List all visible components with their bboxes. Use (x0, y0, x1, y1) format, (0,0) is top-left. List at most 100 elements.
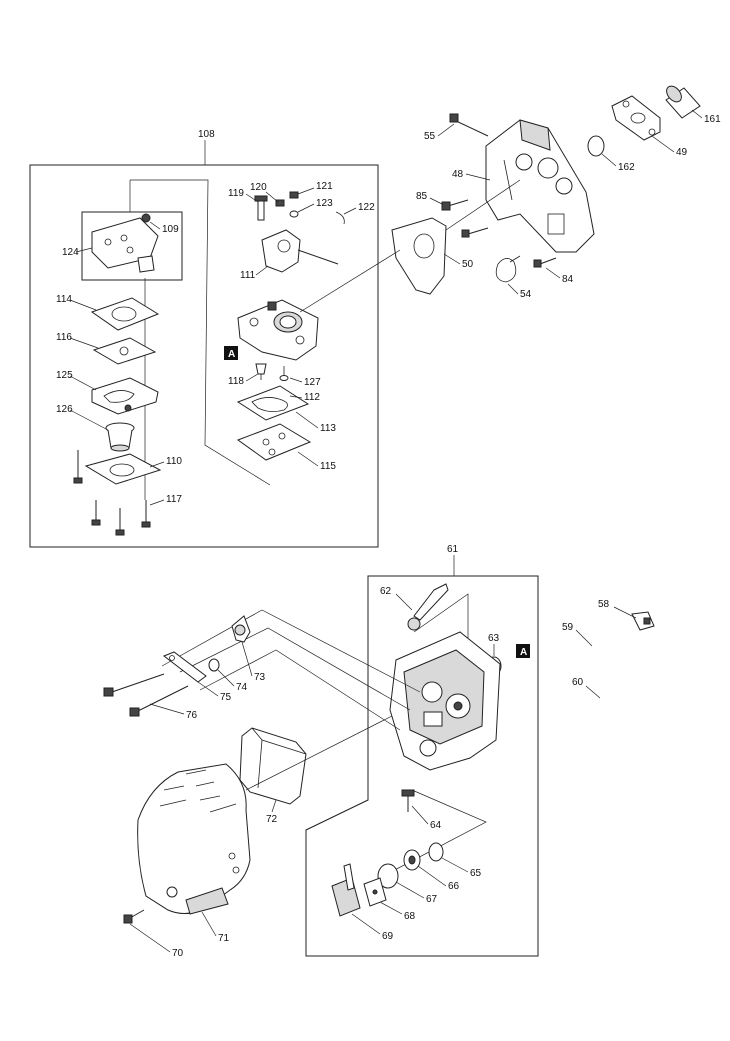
part-label-123: 123 (316, 198, 333, 209)
part-label-50: 50 (462, 259, 474, 270)
gasket-114-part (90, 297, 160, 331)
part-label-75: 75 (220, 692, 232, 703)
lever-plate-75-part (162, 651, 207, 683)
part-label-58: 58 (598, 599, 610, 610)
choke-gear-73-part (231, 615, 251, 643)
choke-lever-62-part (407, 583, 449, 631)
air-cleaner-group: 61 62 63 A (305, 544, 539, 957)
part-label-74: 74 (236, 682, 248, 693)
part-label-64: 64 (430, 820, 442, 831)
svg-text:A: A (228, 349, 235, 360)
part-label-68: 68 (404, 911, 416, 922)
air-cleaner-group-frame (305, 575, 539, 957)
part-label-63: 63 (488, 633, 500, 644)
screw-85-part (441, 199, 469, 211)
adapter-plate-49-part (611, 95, 661, 141)
adapter-tube-161-part (665, 85, 701, 119)
screw-84-part (533, 257, 557, 268)
part-label-125: 125 (56, 370, 73, 381)
pump-body-125-part (91, 377, 159, 415)
svg-text:A: A (520, 647, 527, 658)
screw-55-part (449, 113, 489, 137)
needle-118-part (255, 363, 267, 380)
o-ring-65-part (428, 842, 444, 862)
air-cleaner-base-part (389, 631, 501, 771)
insulator-group: 161 49 162 48 (299, 85, 721, 313)
part-label-49: 49 (676, 147, 688, 158)
part-label-127: 127 (304, 377, 321, 388)
part-label-76: 76 (186, 710, 198, 721)
screw-small-part (461, 227, 489, 238)
screws-117-part (73, 450, 151, 536)
part-label-114: 114 (56, 294, 72, 305)
part-label-115: 115 (320, 461, 336, 472)
part-label-110: 110 (166, 456, 182, 467)
filter-element-69-part (331, 863, 361, 917)
carburetor-head-111-part (254, 191, 345, 273)
part-label-72: 72 (266, 814, 278, 825)
hose-fitting-58-part (631, 611, 655, 631)
carburetor-body-part (237, 299, 319, 361)
part-label-109: 109 (162, 224, 179, 235)
air-cleaner-cover-71-part (137, 763, 251, 915)
part-label-118: 118 (228, 376, 244, 387)
part-label-126: 126 (56, 404, 73, 415)
cover-group: 73 74 75 76 72 (103, 609, 421, 959)
part-label-84: 84 (562, 274, 574, 285)
carburetor-assembly-group: 108 124 109 114 116 (29, 129, 379, 548)
screw-64-part (401, 789, 415, 812)
part-label-65: 65 (470, 868, 482, 879)
part-label-54: 54 (520, 289, 532, 300)
knob-66-part (403, 849, 421, 871)
primer-bulb-126-part (105, 422, 135, 452)
filter-pad-68-part (363, 877, 387, 907)
reference-mark-a-top: A (224, 346, 238, 360)
part-label-85: 85 (416, 191, 428, 202)
subassembly-124-frame (81, 211, 183, 281)
part-label-70: 70 (172, 948, 184, 959)
metering-diaphragm-113-part (236, 385, 310, 421)
insulator-48-part (485, 119, 595, 253)
part-label-61: 61 (447, 544, 459, 555)
part-label-120: 120 (250, 182, 267, 193)
disc-67-part (377, 863, 399, 889)
carburetor-group-frame (29, 164, 379, 548)
bolt-76-part (129, 685, 189, 717)
fuel-hoses-group: 58 59 60 (549, 599, 655, 714)
part-label-108: 108 (198, 129, 215, 140)
long-bolt-part (103, 673, 165, 697)
seal-127-part (279, 366, 289, 381)
part-label-55: 55 (424, 131, 436, 142)
part-label-48: 48 (452, 169, 464, 180)
reference-mark-a-bottom: A (516, 644, 530, 658)
part-label-66: 66 (448, 881, 460, 892)
part-label-162: 162 (618, 162, 635, 173)
part-label-112: 112 (304, 392, 320, 403)
part-label-122: 122 (358, 202, 375, 213)
foam-pad-72-part (239, 727, 307, 805)
washer-74-part (208, 658, 220, 672)
part-label-73: 73 (254, 672, 266, 683)
part-label-119: 119 (228, 188, 244, 199)
part-label-111: 111 (240, 270, 256, 281)
o-ring-162-part (587, 135, 605, 157)
part-label-121: 121 (316, 181, 333, 192)
clamp-54-part (495, 255, 521, 283)
part-label-117: 117 (166, 494, 182, 505)
part-label-116: 116 (56, 332, 72, 343)
diaphragm-116-part (92, 337, 157, 365)
gasket-50-part (391, 217, 447, 295)
part-label-62: 62 (380, 586, 392, 597)
screw-70-part (123, 909, 145, 924)
pump-cover-part (91, 213, 159, 273)
part-label-124: 124 (62, 247, 79, 258)
part-label-71: 71 (218, 933, 230, 944)
part-label-113: 113 (320, 423, 336, 434)
part-label-69: 69 (382, 931, 394, 942)
part-label-60: 60 (572, 677, 584, 688)
metering-cover-115-part (236, 423, 312, 461)
part-label-59: 59 (562, 622, 574, 633)
cover-plate-110-part (84, 453, 162, 485)
part-label-67: 67 (426, 894, 438, 905)
